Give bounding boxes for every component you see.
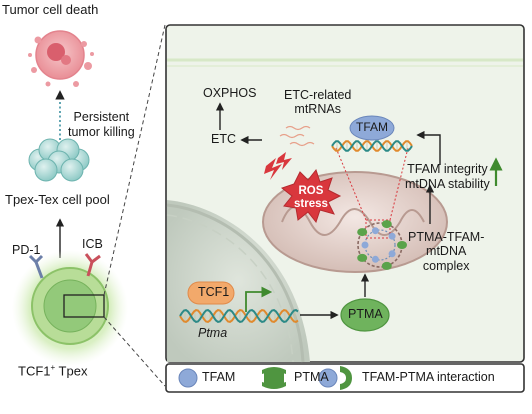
zoom-to-tfam [335,147,409,221]
etc-mtrnas-line2: mtRNAs [294,102,341,117]
tfam-marker [361,241,369,249]
tumor-cell-icon [28,30,94,87]
ptma-protein-label: PTMA [348,307,383,321]
complex-line3: complex [422,258,470,273]
persistent-line2: tumor killing [68,125,135,139]
ros-line1: ROS [298,185,324,197]
ros-stress-label: ROS stress [294,185,328,210]
legend-tfam-label: TFAM [202,370,236,384]
complex-label: PTMA-TFAM- mtDNA complex [408,230,484,273]
icb-label: ICB [82,237,103,251]
tcf1-tpex-label: TCF1+ Tpex [18,363,88,379]
persistent-killing-label: Persistent tumor killing [68,110,135,140]
dna-strand [179,309,299,323]
persistent-line1: Persistent [73,110,130,124]
legend [165,363,525,393]
tcf1-tpex-text: TCF1 [18,363,51,379]
tpex-cell-icon [12,250,128,366]
ros-line2: stress [294,197,328,210]
tfam-integrity-label: TFAM integrity mtDNA stability [405,162,490,192]
dna-strand [331,140,413,152]
etc-mtrnas-line1: ETC-related [284,88,352,102]
transcription-start-arrow [245,286,273,312]
complex-line1: PTMA-TFAM- [408,230,485,244]
oxphos-label: OXPHOS [203,86,257,100]
lightning-icon [264,152,292,180]
tcf1-tpex-sup: + [50,363,56,372]
tfam-marker [388,250,396,258]
tfam-protein-icon [349,115,395,141]
complex-line2: mtDNA [426,244,467,259]
dna-helix-icon [331,140,413,152]
ptma-marker [381,261,392,270]
ptma-marker [397,241,407,249]
ptma-protein-icon [340,298,390,332]
tfam-marker [371,255,379,263]
tpex-word: Tpex [55,363,88,379]
ptma-marker [381,220,392,229]
tfam-marker [371,227,379,235]
zoom-lines [103,24,166,387]
tfam-marker [388,232,396,240]
pd1-receptor-icon [28,254,44,279]
ptma-tfam-cluster [357,220,407,270]
mtdna-stability-line: mtDNA stability [405,177,490,191]
legend-interaction-label: TFAM-PTMA interaction [362,370,495,384]
etc-mtrnas-label: ETC-related mtRNAs [284,88,351,117]
ptma-marker [357,253,368,262]
arrows [215,102,441,320]
tumor-cell-death-label: Tumor cell death [2,2,99,17]
ros-burst-icon [280,168,342,224]
icb-antibody-icon [84,253,101,277]
etc-label: ETC [211,132,236,146]
tfam-integrity-line: TFAM integrity [407,162,488,176]
mtrna-icon [279,125,315,147]
tfam-top-label: TFAM [356,120,388,134]
dna-helix-icon [179,309,299,323]
ptma-gene-label: Ptma [198,326,228,340]
legend-ptma-label: PTMA [294,370,329,384]
tcf1-label: TCF1 [198,285,230,299]
tcf1-protein-icon [187,281,235,305]
pd1-label: PD-1 [12,243,41,257]
tcell-cluster-icon [28,138,90,182]
tpex-pool-label: Tpex-Tex cell pool [5,192,110,207]
dna-strand [179,309,299,323]
ptma-marker [357,228,368,237]
